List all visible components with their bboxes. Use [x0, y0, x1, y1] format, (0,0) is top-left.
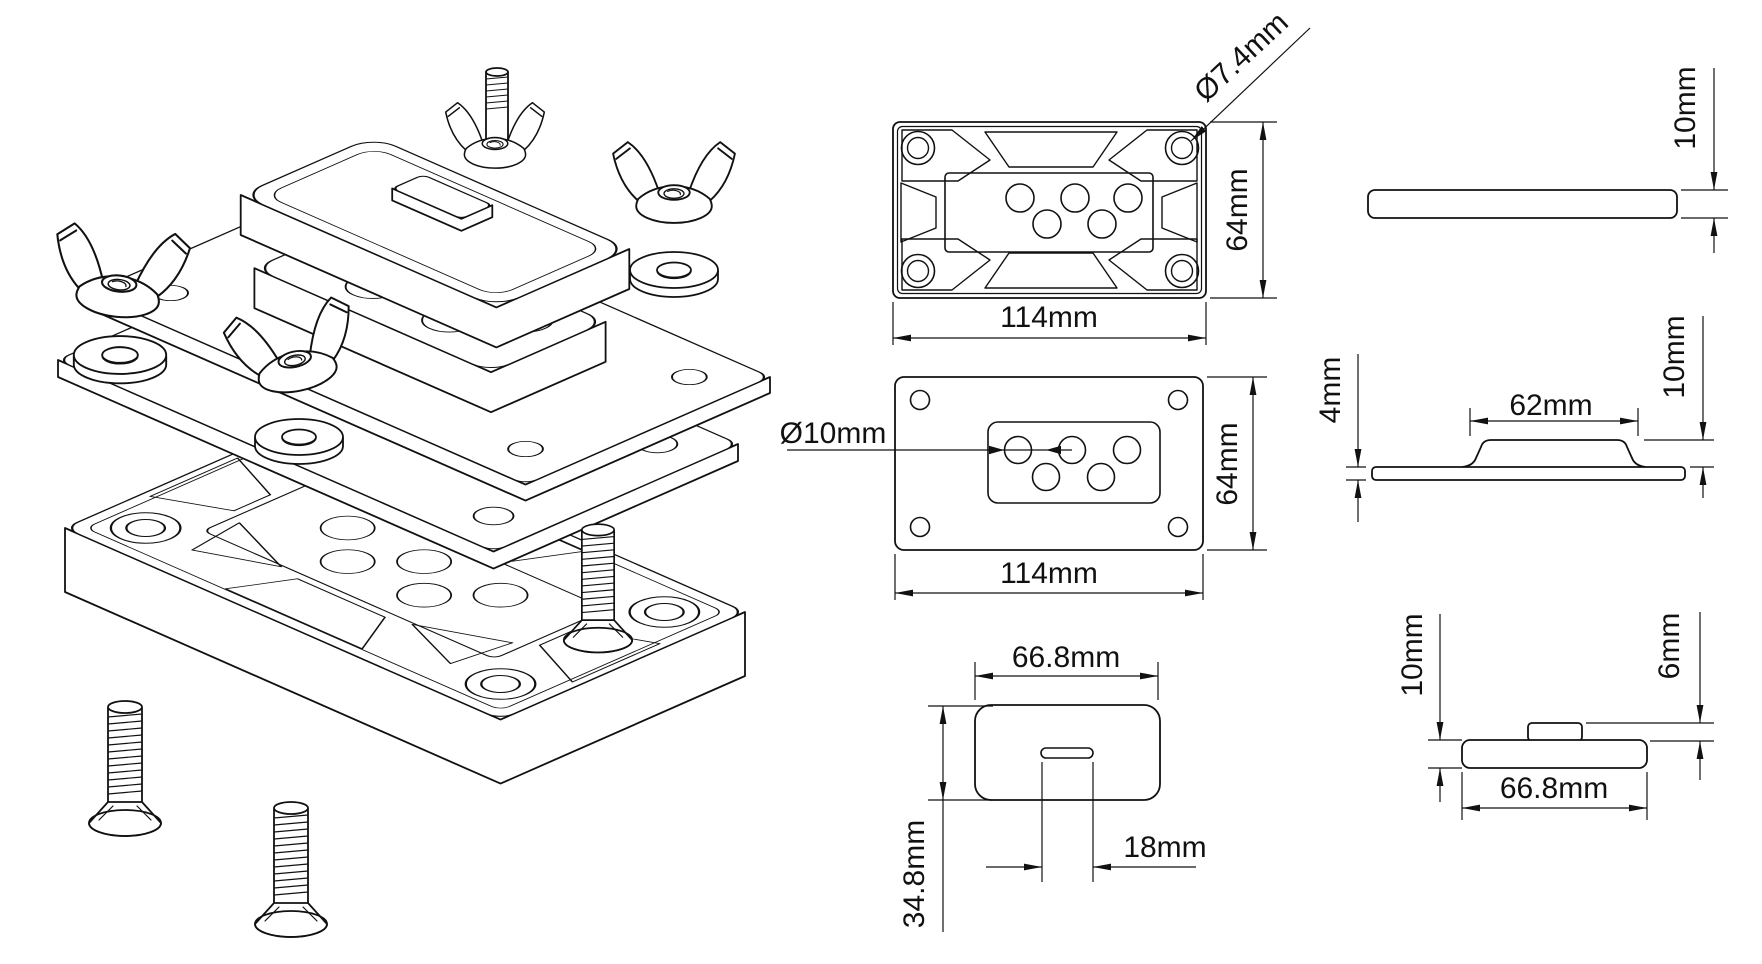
dim-cap-tab-height-6	[1586, 612, 1714, 780]
dim-label-slot-18: 18mm	[1123, 831, 1206, 864]
dim-width-114-top	[892, 302, 1207, 345]
plan-view-base-plate	[892, 27, 1311, 345]
dim-label-cap-height: 34.8mm	[898, 820, 931, 928]
dim-label-boss-height: 10mm	[1658, 315, 1691, 398]
washer-right	[629, 251, 719, 298]
iso-cap	[239, 141, 631, 349]
dim-label-cap-width: 66.8mm	[1012, 641, 1120, 674]
dim-boss-width-62	[1469, 408, 1639, 436]
dim-cap-height-34-8	[928, 705, 993, 932]
washer-left	[72, 335, 168, 385]
exploded-isometric-view	[48, 67, 771, 938]
dim-label-mid-height: 64mm	[1211, 422, 1244, 505]
dim-hole-10	[787, 445, 1072, 455]
cap-tab-profile	[1527, 722, 1583, 742]
dim-boss-height-10	[1644, 316, 1714, 498]
dim-label-flat-thickness: 10mm	[1669, 66, 1702, 149]
dim-height-64-top	[1210, 121, 1277, 299]
dim-cap-side-width-66-8	[1461, 772, 1648, 820]
dim-label-cap-tab-height: 6mm	[1653, 613, 1686, 680]
dim-flat-thickness-10	[1681, 68, 1728, 253]
wing-nut-right	[612, 141, 736, 224]
cap-tab-wall	[391, 187, 494, 232]
dim-cap-width-66-8	[974, 662, 1159, 700]
plan-view-boss-plate	[787, 376, 1267, 600]
washer-center	[254, 418, 344, 465]
dim-slot-18	[986, 762, 1196, 882]
dim-label-boss-width: 62mm	[1509, 389, 1592, 422]
side-view-cap	[1428, 612, 1714, 820]
dim-label-mid-width: 114mm	[1000, 557, 1098, 590]
boss-profile	[1461, 439, 1647, 468]
dim-label-top-width: 114mm	[1000, 301, 1098, 334]
dim-label-top-height: 64mm	[1221, 168, 1254, 251]
stud-bolt	[444, 67, 546, 169]
side-view-flat-plate	[1367, 68, 1728, 253]
dim-height-64-mid	[1207, 376, 1267, 551]
dim-label-cap-side-height: 10mm	[1396, 613, 1429, 696]
side-view-boss-plate	[1346, 316, 1714, 522]
screw-center	[254, 801, 328, 938]
dim-label-cap-side-width: 66.8mm	[1500, 772, 1608, 805]
dim-width-114-mid	[894, 554, 1204, 600]
dim-label-hole-10: Ø10mm	[780, 417, 887, 450]
plan-view-cap	[928, 662, 1196, 932]
screw-left	[88, 700, 162, 837]
cap-tab-top	[394, 175, 491, 218]
dim-cap-side-height-10	[1428, 614, 1462, 802]
cap-slot	[1040, 747, 1094, 759]
dim-label-plate-thickness: 4mm	[1314, 357, 1347, 424]
dim-plate-thickness-4	[1346, 354, 1366, 522]
